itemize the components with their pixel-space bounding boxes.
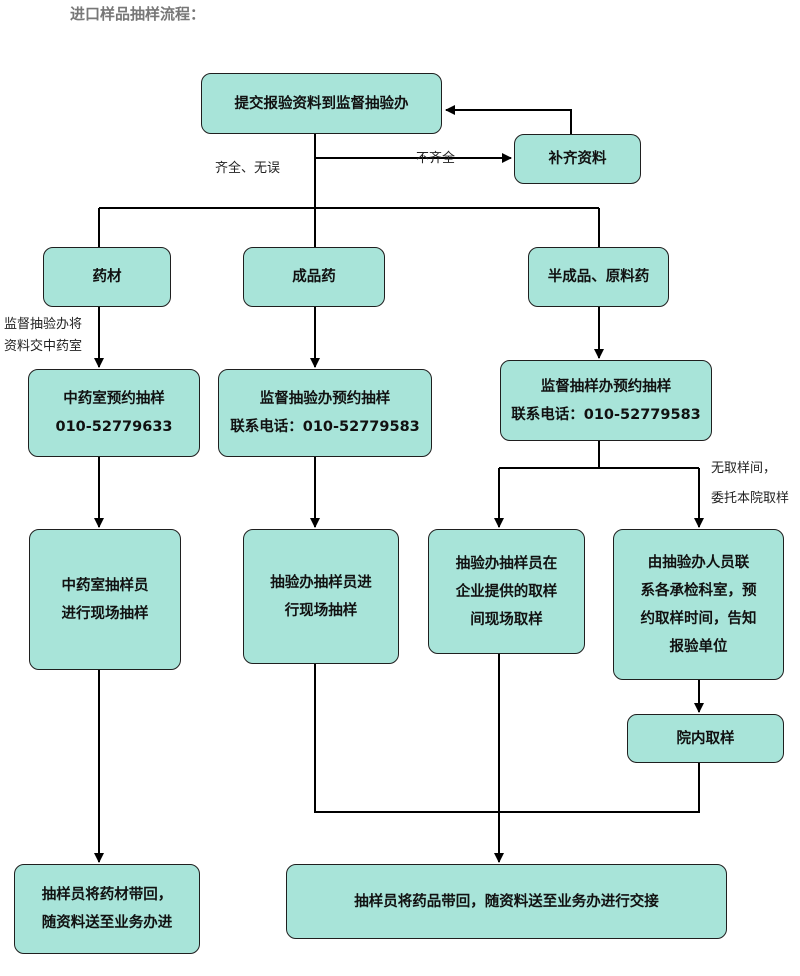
label-transfer: 监督抽验办将 资料交中药室	[4, 317, 83, 354]
node-submit: 提交报验资料到监督抽验办	[201, 73, 442, 134]
label-no-room: 无取样间， 委托本院取样	[711, 461, 790, 506]
node-supplement: 补齐资料	[514, 134, 641, 184]
label-complete: 齐全、无误	[215, 161, 281, 176]
node-office-sampler-site: 抽验办抽样员在 企业提供的取样 间现场取样	[428, 529, 585, 654]
line-office-merge	[314, 664, 700, 813]
node-office-staff: 由抽验办人员联 系各承检科室，预 约取样时间，告知 报验单位	[613, 529, 784, 680]
node-herbal: 药材	[43, 247, 171, 307]
arrow-supplement-back	[445, 105, 572, 134]
node-in-house: 院内取样	[627, 714, 784, 763]
node-bring-herbal: 抽样员将药材带回， 随资料送至业务办进	[14, 864, 200, 954]
label-incomplete: 不齐全	[416, 151, 456, 166]
node-finished: 成品药	[243, 247, 385, 307]
node-supervise-appoint: 监督抽验办预约抽样 联系电话：010-52779583	[218, 369, 432, 457]
page-title: 进口样品抽样流程：	[70, 5, 206, 23]
node-tcm-sampler: 中药室抽样员 进行现场抽样	[29, 529, 181, 670]
node-semi: 半成品、原料药	[528, 247, 669, 307]
node-office-sampler: 抽验办抽样员进 行现场抽样	[243, 529, 399, 664]
node-tcm-appoint: 中药室预约抽样 010-52779633	[28, 369, 200, 457]
node-bring-drug: 抽样员将药品带回，随资料送至业务办进行交接	[286, 864, 727, 939]
node-supervise-appoint-2: 监督抽样办预约抽样 联系电话：010-52779583	[500, 360, 712, 441]
